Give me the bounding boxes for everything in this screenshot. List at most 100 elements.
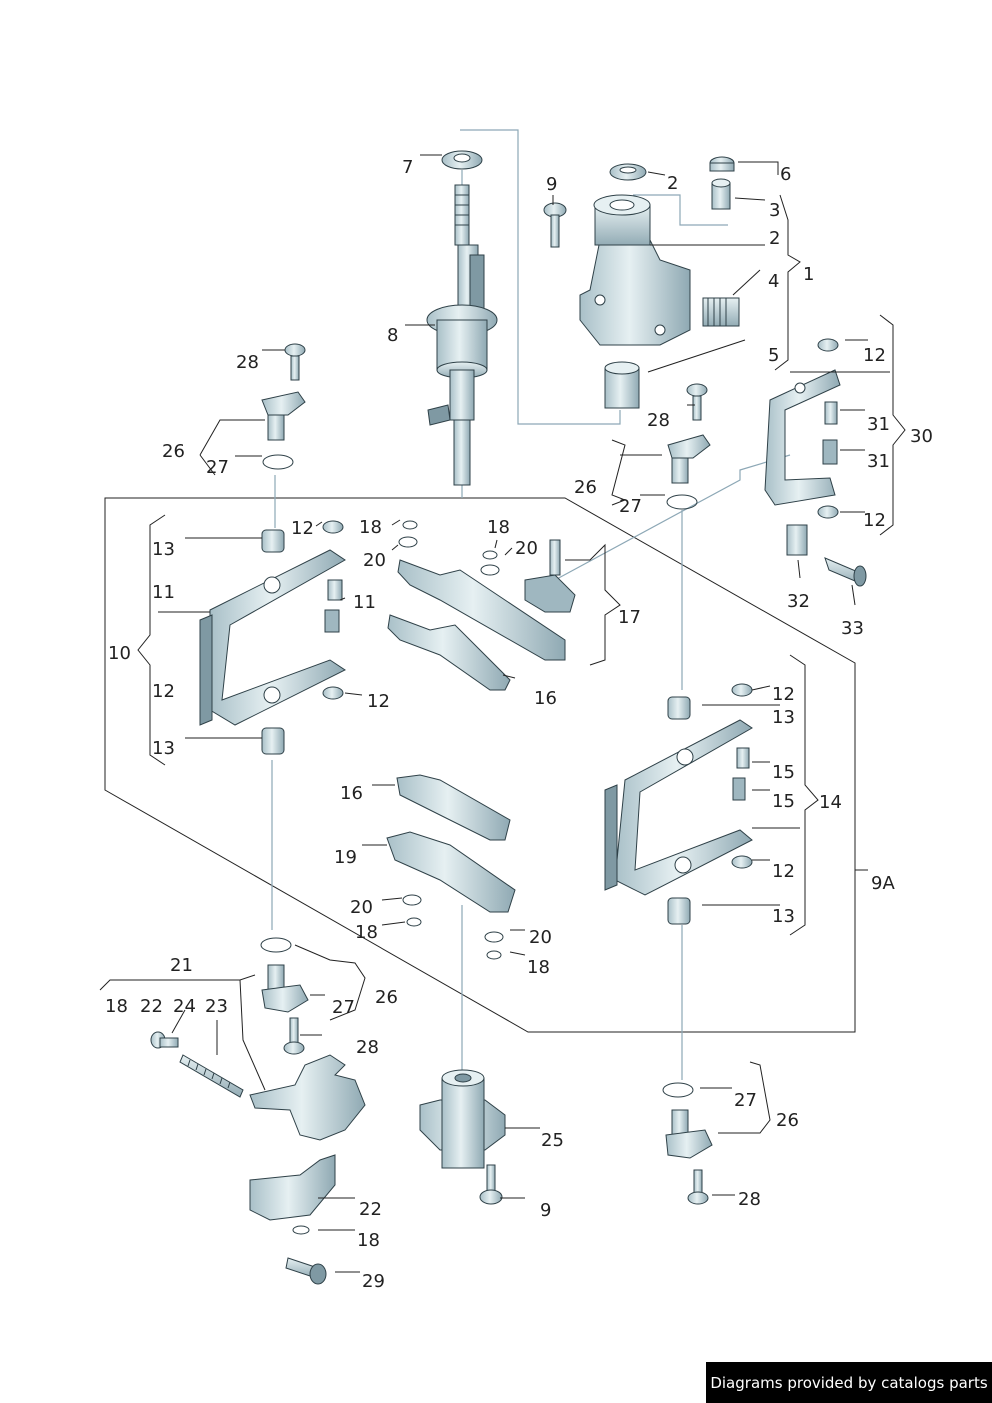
- pin-11-b[interactable]: [324, 609, 340, 633]
- sleeve-5[interactable]: [604, 361, 640, 409]
- label-12-f: 12: [863, 510, 886, 531]
- screw-28-top-left[interactable]: [284, 343, 306, 381]
- label-18-d: 18: [527, 957, 550, 978]
- bolt-9-top[interactable]: [543, 202, 567, 248]
- shift-shaft-8[interactable]: [426, 184, 498, 486]
- nut-12-c[interactable]: [731, 683, 753, 697]
- nut-12-d[interactable]: [731, 855, 753, 869]
- oring-27-bottom-right[interactable]: [662, 1082, 694, 1098]
- label-28-b: 28: [647, 410, 670, 431]
- seal-2[interactable]: [609, 163, 647, 181]
- label-26-b: 26: [574, 477, 597, 498]
- plate-16-lower[interactable]: [396, 774, 511, 841]
- housing-1[interactable]: [579, 194, 691, 346]
- selector-bracket-10[interactable]: [199, 549, 346, 726]
- bracket-block-17[interactable]: [524, 539, 576, 613]
- pin-11-a[interactable]: [327, 579, 343, 601]
- label-11-a: 11: [152, 582, 175, 603]
- pin-15-b[interactable]: [732, 777, 746, 801]
- oring-27-top-right[interactable]: [666, 494, 698, 510]
- bracket-22[interactable]: [249, 1154, 336, 1221]
- pivot-26-bottom-right[interactable]: [665, 1109, 713, 1159]
- plate-16-upper[interactable]: [387, 614, 511, 691]
- label-20-c: 20: [350, 897, 373, 918]
- nut-12-f[interactable]: [817, 505, 839, 519]
- label-13-a: 13: [152, 539, 175, 560]
- shift-fork-21[interactable]: [249, 1054, 366, 1141]
- screw-28-top-right[interactable]: [686, 383, 708, 421]
- bush-3[interactable]: [711, 178, 731, 210]
- label-13-d: 13: [772, 906, 795, 927]
- oring-27-mid-left[interactable]: [260, 937, 292, 953]
- pivot-26-mid-left[interactable]: [261, 964, 309, 1013]
- assembly-outline-9a: [104, 497, 856, 1033]
- nut-12-a[interactable]: [322, 520, 344, 534]
- label-22-b: 22: [359, 1199, 382, 1220]
- label-12-e: 12: [863, 345, 886, 366]
- label-19: 19: [334, 847, 357, 868]
- label-18-e: 18: [105, 996, 128, 1017]
- bush-13-b[interactable]: [261, 727, 285, 755]
- label-9-bottom: 9: [540, 1200, 551, 1221]
- spring-23[interactable]: [179, 1054, 244, 1098]
- label-32: 32: [787, 591, 810, 612]
- label-18-f: 18: [357, 1230, 380, 1251]
- breather-4[interactable]: [702, 297, 740, 327]
- label-22-a: 22: [140, 996, 163, 1017]
- label-18-a: 18: [359, 517, 382, 538]
- label-25: 25: [541, 1130, 564, 1151]
- label-28-d: 28: [738, 1189, 761, 1210]
- label-4: 4: [768, 271, 779, 292]
- plate-17[interactable]: [397, 559, 566, 661]
- axis-lines: [271, 129, 791, 1080]
- label-15-a: 15: [772, 762, 795, 783]
- label-26-d: 26: [776, 1110, 799, 1131]
- label-28-c: 28: [356, 1037, 379, 1058]
- bush-13-a[interactable]: [261, 529, 285, 553]
- label-16-b: 16: [340, 783, 363, 804]
- label-16-a: 16: [534, 688, 557, 709]
- washer-7[interactable]: [441, 150, 483, 170]
- pin-31-a[interactable]: [824, 401, 838, 425]
- selector-bracket-14[interactable]: [604, 719, 753, 896]
- label-23: 23: [205, 996, 228, 1017]
- rings-18-20[interactable]: [292, 520, 504, 1235]
- pin-15-a[interactable]: [736, 747, 750, 769]
- label-26-a: 26: [162, 441, 185, 462]
- bush-13-c[interactable]: [667, 696, 691, 720]
- selector-bracket-30[interactable]: [764, 369, 841, 506]
- label-1: 1: [803, 264, 814, 285]
- label-27-c: 27: [332, 997, 355, 1018]
- nut-12-e[interactable]: [817, 338, 839, 352]
- guide-25[interactable]: [419, 1069, 506, 1169]
- nut-12-b[interactable]: [322, 686, 344, 700]
- label-2-a: 2: [667, 173, 678, 194]
- label-20-a: 20: [363, 550, 386, 571]
- pivot-26-top-right[interactable]: [667, 434, 711, 484]
- bolt-33[interactable]: [824, 557, 867, 587]
- label-29: 29: [362, 1271, 385, 1292]
- label-2-b: 2: [769, 228, 780, 249]
- label-3: 3: [769, 200, 780, 221]
- clamp-32[interactable]: [786, 524, 808, 556]
- label-20-b: 20: [515, 538, 538, 559]
- screw-28-mid-left[interactable]: [283, 1017, 305, 1055]
- pin-31-b[interactable]: [822, 439, 838, 465]
- bush-13-d[interactable]: [667, 897, 691, 925]
- oring-27-top-left[interactable]: [262, 454, 294, 470]
- label-26-c: 26: [375, 987, 398, 1008]
- plate-19[interactable]: [386, 831, 516, 913]
- label-9-top: 9: [546, 174, 557, 195]
- pivot-26-top-left[interactable]: [261, 391, 306, 441]
- label-31-a: 31: [867, 414, 890, 435]
- bolt-24[interactable]: [150, 1031, 179, 1049]
- cap-6[interactable]: [709, 156, 735, 172]
- label-7: 7: [402, 157, 413, 178]
- label-5: 5: [768, 345, 779, 366]
- callout-labels: 7 9 2 6 3 2 1 4 5 8 28 12 28 31 30 26 31…: [105, 157, 933, 1292]
- screw-28-bottom-right[interactable]: [687, 1169, 709, 1205]
- bolt-29[interactable]: [285, 1257, 327, 1285]
- label-31-b: 31: [867, 451, 890, 472]
- bolt-9-bottom[interactable]: [479, 1164, 503, 1205]
